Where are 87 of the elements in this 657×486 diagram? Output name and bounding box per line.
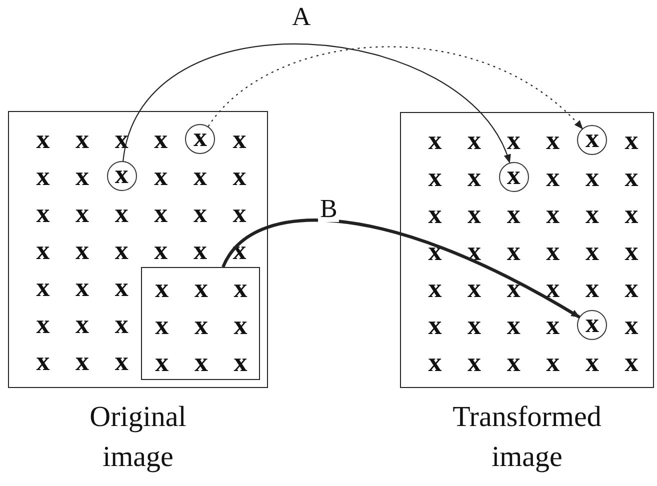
curved-arrow <box>122 44 510 164</box>
grid-mark: x <box>74 162 90 190</box>
grid-mark: x <box>232 311 248 339</box>
grid-mark: x <box>624 274 640 302</box>
grid-mark: x <box>35 273 51 301</box>
grid-mark: x <box>506 126 522 154</box>
grid-mark: x <box>192 199 208 227</box>
grid-mark: x <box>74 199 90 227</box>
panel-caption: Original image <box>88 400 188 475</box>
grid-mark: x <box>427 274 443 302</box>
grid-mark: x <box>232 199 248 227</box>
grid-mark: x <box>584 163 600 191</box>
grid-mark: x <box>153 236 169 264</box>
grid-mark: x <box>506 200 522 228</box>
grid-mark: x <box>35 199 51 227</box>
grid-mark: x <box>153 162 169 190</box>
grid-mark: x <box>466 163 482 191</box>
grid-mark: x <box>545 237 561 265</box>
grid-mark: x <box>114 199 130 227</box>
grid-mark: x <box>114 310 130 338</box>
selection-box <box>140 267 260 380</box>
grid-mark: x <box>114 273 130 301</box>
grid-mark: x <box>545 126 561 154</box>
grid-mark: x <box>506 348 522 376</box>
grid-mark: x <box>35 236 51 264</box>
grid-mark: x <box>427 311 443 339</box>
grid-mark: x <box>74 347 90 375</box>
grid-mark: x <box>35 162 51 190</box>
grid-mark: x <box>584 200 600 228</box>
grid-mark: x <box>427 237 443 265</box>
circled-mark: x <box>106 161 137 191</box>
grid-mark: x <box>154 348 170 376</box>
grid-mark: x <box>193 311 209 339</box>
grid-mark: x <box>114 347 130 375</box>
circled-mark: x <box>185 124 216 154</box>
grid-mark: x <box>154 311 170 339</box>
grid-mark: x <box>74 236 90 264</box>
grid-mark: x <box>624 200 640 228</box>
grid-mark: x <box>584 348 600 376</box>
circled-mark: x <box>498 162 529 192</box>
grid-mark: x <box>35 125 51 153</box>
grid-mark: x <box>35 310 51 338</box>
grid-mark: x <box>624 163 640 191</box>
grid-mark: x <box>153 125 169 153</box>
grid-mark: x <box>506 237 522 265</box>
grid-mark: x <box>232 125 248 153</box>
grid-mark: x <box>506 274 522 302</box>
grid-mark: x <box>624 348 640 376</box>
grid-mark: x <box>427 163 443 191</box>
grid-mark: x <box>74 273 90 301</box>
circled-mark: x <box>577 310 608 340</box>
grid-mark: x <box>427 126 443 154</box>
grid-mark: x <box>192 236 208 264</box>
grid-mark: x <box>427 348 443 376</box>
grid-mark: x <box>193 348 209 376</box>
grid-mark: x <box>545 163 561 191</box>
grid-mark: x <box>545 200 561 228</box>
grid-mark: x <box>232 348 248 376</box>
grid-mark: x <box>74 125 90 153</box>
grid-mark: x <box>545 311 561 339</box>
grid-mark: x <box>153 199 169 227</box>
dotted-arrow <box>208 46 584 130</box>
grid-mark: x <box>624 126 640 154</box>
curved-arrow <box>222 218 580 319</box>
grid-mark: x <box>154 274 170 302</box>
grid-mark: x <box>466 274 482 302</box>
grid-mark: x <box>232 274 248 302</box>
grid-mark: x <box>584 237 600 265</box>
grid-mark: x <box>545 274 561 302</box>
grid-mark: x <box>466 200 482 228</box>
grid-mark: x <box>74 310 90 338</box>
panel-caption: Transformed image <box>452 400 602 475</box>
grid-mark: x <box>232 162 248 190</box>
grid-mark: x <box>584 274 600 302</box>
grid-mark: x <box>193 274 209 302</box>
grid-mark: x <box>114 236 130 264</box>
circled-mark: x <box>577 125 608 155</box>
grid-mark: x <box>624 237 640 265</box>
grid-mark: x <box>545 348 561 376</box>
grid-mark: x <box>35 347 51 375</box>
grid-mark: x <box>624 311 640 339</box>
grid-mark: x <box>192 162 208 190</box>
grid-mark: x <box>506 311 522 339</box>
grid-mark: x <box>427 200 443 228</box>
grid-mark: x <box>466 348 482 376</box>
grid-mark: x <box>466 311 482 339</box>
grid-mark: x <box>466 126 482 154</box>
